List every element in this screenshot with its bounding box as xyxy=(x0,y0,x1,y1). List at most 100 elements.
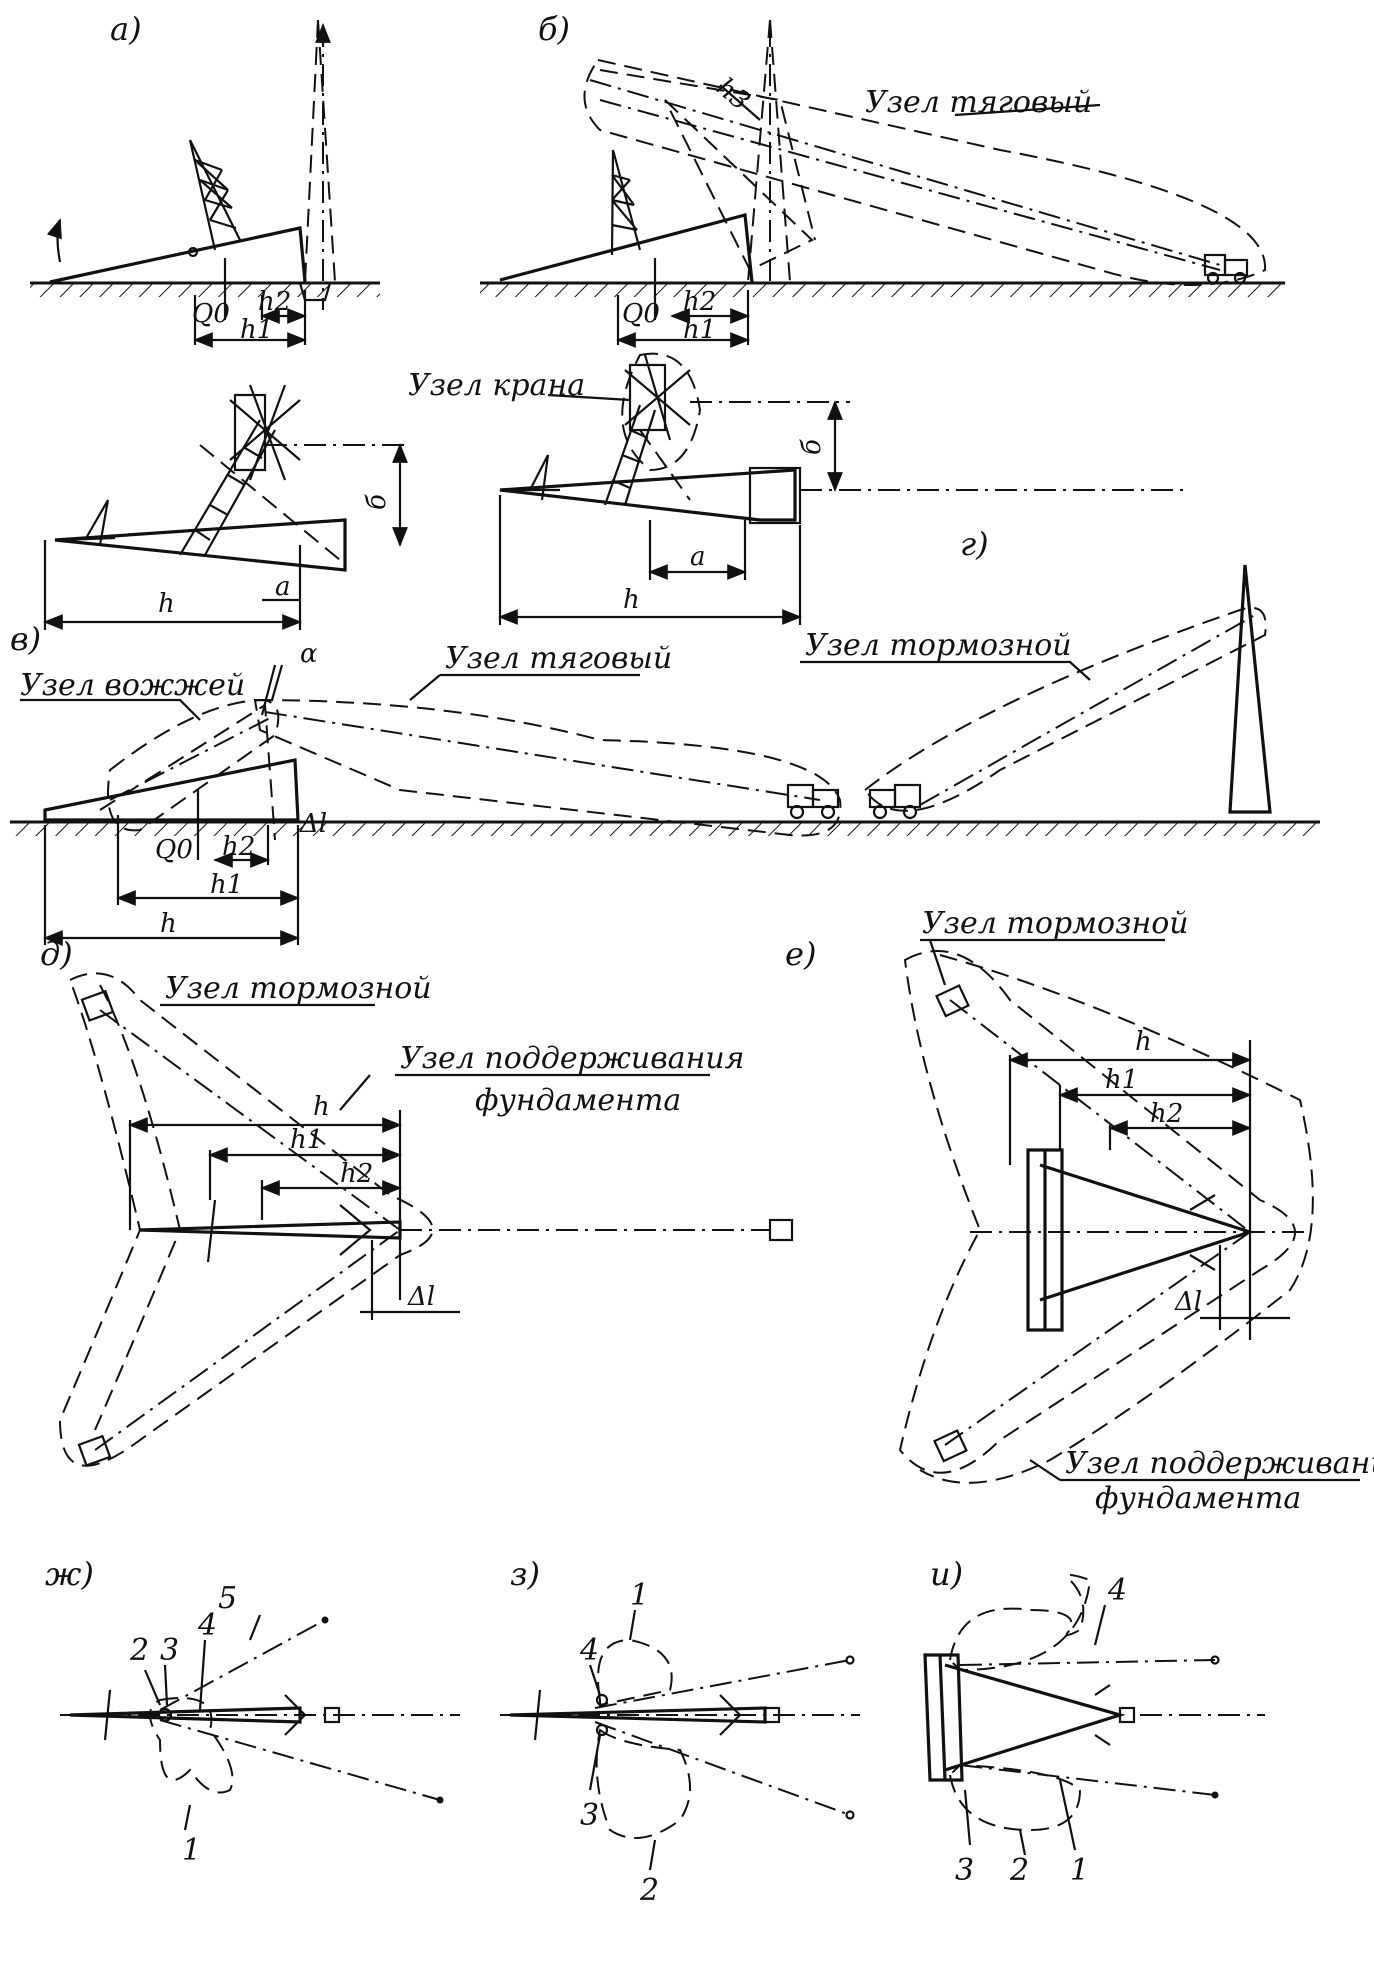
label-foundation-node-e-line1: Узел поддерживания xyxy=(1065,1446,1374,1481)
cable-lower xyxy=(594,1721,851,1816)
node-outline-1 xyxy=(597,1638,673,1707)
panel-g: г) Узел крана б a h xyxy=(408,352,1190,625)
brake-node-outline xyxy=(898,950,1296,1474)
lattice-mast xyxy=(188,139,241,251)
panel-d: д) h h1 h2 Δl Узел тормозной Узел поддер… xyxy=(40,935,794,1467)
tractor-truck xyxy=(1203,253,1249,285)
traction-cable-2 xyxy=(599,99,1221,271)
panel-label-i: и) xyxy=(930,1555,963,1593)
dim-h2: h2 xyxy=(1150,1099,1183,1129)
panel-label-v: в) xyxy=(10,620,41,658)
callout-3: 3 xyxy=(580,1798,599,1833)
dim-h: h xyxy=(1135,1027,1152,1057)
dim-h: h xyxy=(160,909,177,939)
lattice-mast xyxy=(610,149,642,256)
erected-support xyxy=(1228,564,1272,814)
panel-label-zh: ж) xyxy=(45,1555,94,1593)
brake-tractor xyxy=(868,783,922,820)
panel-a: а) Q0 h2 h1 xyxy=(30,10,380,348)
cable-lower xyxy=(159,1719,441,1801)
label-brake-node-v: Узел тормозной xyxy=(805,628,1072,663)
label-reins-node: Узел вожжей xyxy=(20,668,245,703)
label-brake-node-d: Узел тормозной xyxy=(165,971,432,1006)
dim-Q0: Q0 xyxy=(192,299,230,329)
pivot-hinge xyxy=(187,246,199,258)
dim-delta-l: Δl xyxy=(299,809,327,839)
label-foundation-node-d-line2: фундамента xyxy=(475,1083,681,1118)
panel-label-d: д) xyxy=(40,935,73,973)
callout-3: 3 xyxy=(955,1853,974,1888)
support-lying xyxy=(499,212,754,283)
panel-label-z: з) xyxy=(510,1555,540,1593)
dim-h2: h2 xyxy=(222,832,255,862)
brake-tractor-top xyxy=(935,984,970,1018)
cable-upper xyxy=(159,1619,326,1711)
cross-beam xyxy=(923,1653,964,1782)
panel-label-e: е) xyxy=(785,935,816,973)
a-frame-support xyxy=(944,1663,1126,1772)
callout-2: 2 xyxy=(1009,1853,1029,1888)
panel-v: в) α Узел вожжей Узел тяговый xyxy=(10,564,1320,946)
label-crane-node: Узел крана xyxy=(408,368,585,403)
callout-5: 5 xyxy=(218,1581,237,1616)
support-lying xyxy=(49,226,307,284)
panel-label-g: г) xyxy=(960,525,989,563)
crane-head-lattice xyxy=(229,384,301,481)
panel-label-b: б) xyxy=(538,10,570,48)
dim-h2: h2 xyxy=(683,287,716,317)
label-brake-node-e: Узел тормозной xyxy=(922,906,1189,941)
dim-h2: h2 xyxy=(258,287,291,317)
callout-1: 1 xyxy=(182,1833,201,1868)
reins-node-outline xyxy=(107,698,280,832)
dim-h1: h1 xyxy=(290,1125,323,1155)
panel-b: б) h3 Узел тяговый xyxy=(480,10,1285,348)
traction-node-outline xyxy=(253,698,842,837)
cable-upper xyxy=(594,1659,851,1709)
cable-upper xyxy=(959,1659,1216,1666)
dim-h1: h1 xyxy=(210,870,243,900)
dim-Q0: Q0 xyxy=(622,299,660,329)
panel-crane-left: б a h xyxy=(43,384,410,630)
dim-delta-l: Δl xyxy=(407,1282,435,1312)
raised-support-outline xyxy=(747,19,791,283)
rotation-arrow xyxy=(46,218,62,263)
ground-hatch xyxy=(30,283,380,297)
label-traction-node-v: Узел тяговый xyxy=(445,641,672,676)
ground-hatch xyxy=(480,283,1285,297)
panel-label-a: а) xyxy=(110,10,142,48)
dim-alpha: α xyxy=(300,639,318,669)
crane-node-outline xyxy=(621,352,702,472)
trench xyxy=(298,282,332,302)
callout-3: 3 xyxy=(160,1633,179,1668)
dim-h1: h1 xyxy=(1105,1065,1138,1095)
panel-z: з) 4 1 3 2 xyxy=(500,1555,860,1908)
node-outline-2 xyxy=(595,1728,691,1839)
cross-beam xyxy=(1026,1148,1064,1332)
callout-4: 4 xyxy=(1107,1573,1127,1608)
dim-h: h xyxy=(158,589,175,619)
support-plan xyxy=(69,1706,302,1724)
raised-support-outline xyxy=(304,19,336,283)
dim-b: б xyxy=(797,439,827,455)
panel-e: е) h h1 h2 Δl Узел тормозной Узел поддер… xyxy=(785,906,1374,1516)
crane-head-lattice xyxy=(624,354,691,441)
brake-tractor-bottom xyxy=(77,1434,112,1467)
support-lying xyxy=(54,518,347,572)
dim-h1: h1 xyxy=(683,315,716,345)
callout-1: 1 xyxy=(1070,1853,1089,1888)
support-lying xyxy=(43,758,300,822)
support-lying xyxy=(499,468,797,522)
foundation-anchor xyxy=(505,454,560,501)
foundation-anchor xyxy=(59,499,116,546)
cable-lower xyxy=(959,1764,1216,1796)
crane-boom xyxy=(179,419,276,556)
dim-h: h xyxy=(313,1092,330,1122)
panel-i: и) 4 3 2 1 xyxy=(923,1555,1265,1888)
traction-node-outline xyxy=(583,58,1267,286)
dim-h: h xyxy=(623,585,640,615)
dim-Q0: Q0 xyxy=(155,835,193,865)
callout-4: 4 xyxy=(579,1633,599,1668)
dim-b: б xyxy=(362,494,392,510)
rotation-frame xyxy=(664,99,814,272)
